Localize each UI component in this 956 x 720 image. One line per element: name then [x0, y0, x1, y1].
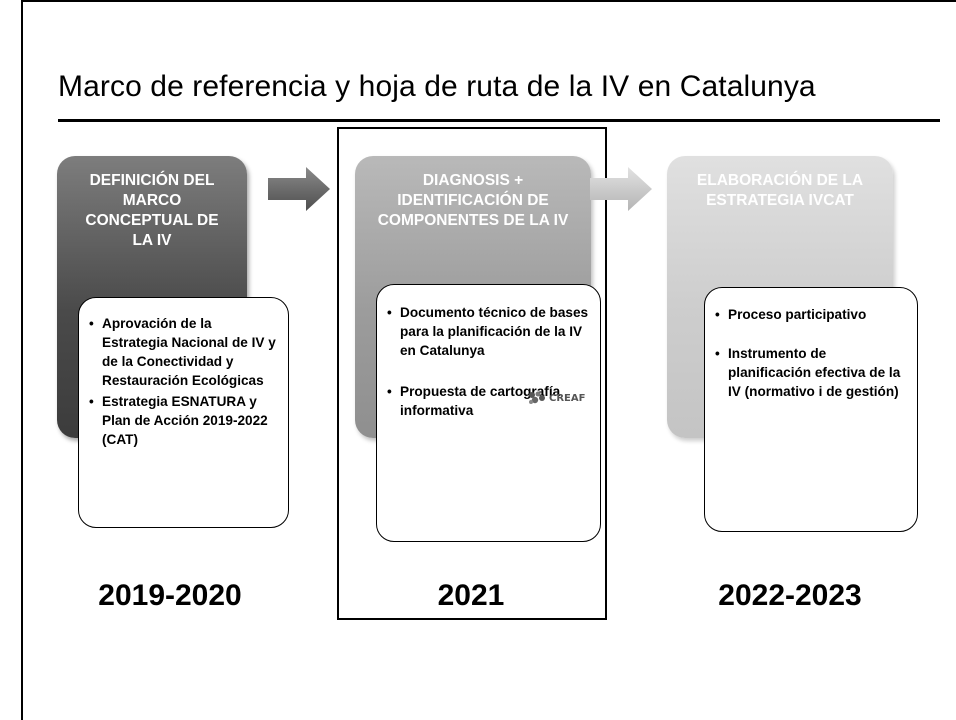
stage-1-bullet-2: Estrategia ESNATURA y Plan de Acción 201… — [89, 392, 278, 449]
slide-title: Marco de referencia y hoja de ruta de la… — [58, 70, 816, 103]
stage-1-bullet-1: Aprovación de la Estrategia Nacional de … — [89, 314, 278, 390]
stage-1-period: 2019-2020 — [98, 579, 242, 612]
right-arrow-icon — [268, 167, 330, 211]
stage-3-period: 2022-2023 — [718, 579, 862, 612]
stage-3-heading: ELABORACIÓN DE LA ESTRATEGIA IVCAT — [696, 172, 864, 209]
stage-2-bullet-1: Documento técnico de bases para la plani… — [387, 303, 590, 360]
creaf-logo-icon — [529, 391, 545, 404]
stage-2-bullet-2: Propuesta de cartografía informativa — [387, 382, 590, 420]
stage-2-details: Documento técnico de bases para la plani… — [376, 284, 601, 542]
stage-3-details: Proceso participativo Instrumento de pla… — [704, 287, 918, 532]
stage-1-details: Aprovación de la Estrategia Nacional de … — [78, 297, 289, 528]
stage-2-heading: DIAGNOSIS + IDENTIFICACIÓN DE COMPONENTE… — [377, 172, 569, 229]
stage-1-heading: DEFINICIÓN DEL MARCO CONCEPTUAL DE LA IV — [85, 172, 219, 249]
slide-frame — [21, 0, 956, 720]
title-underline — [58, 119, 940, 122]
right-arrow-icon — [590, 167, 652, 211]
current-phase-highlight — [337, 127, 607, 620]
creaf-logo-text: CREAF — [549, 392, 586, 404]
stage-3-bullet-2: Instrumento de planificación efectiva de… — [715, 344, 909, 401]
stage-2-period: 2021 — [437, 579, 505, 612]
stage-3-bullet-1: Proceso participativo — [715, 305, 909, 324]
creaf-logo: CREAF — [528, 391, 585, 405]
